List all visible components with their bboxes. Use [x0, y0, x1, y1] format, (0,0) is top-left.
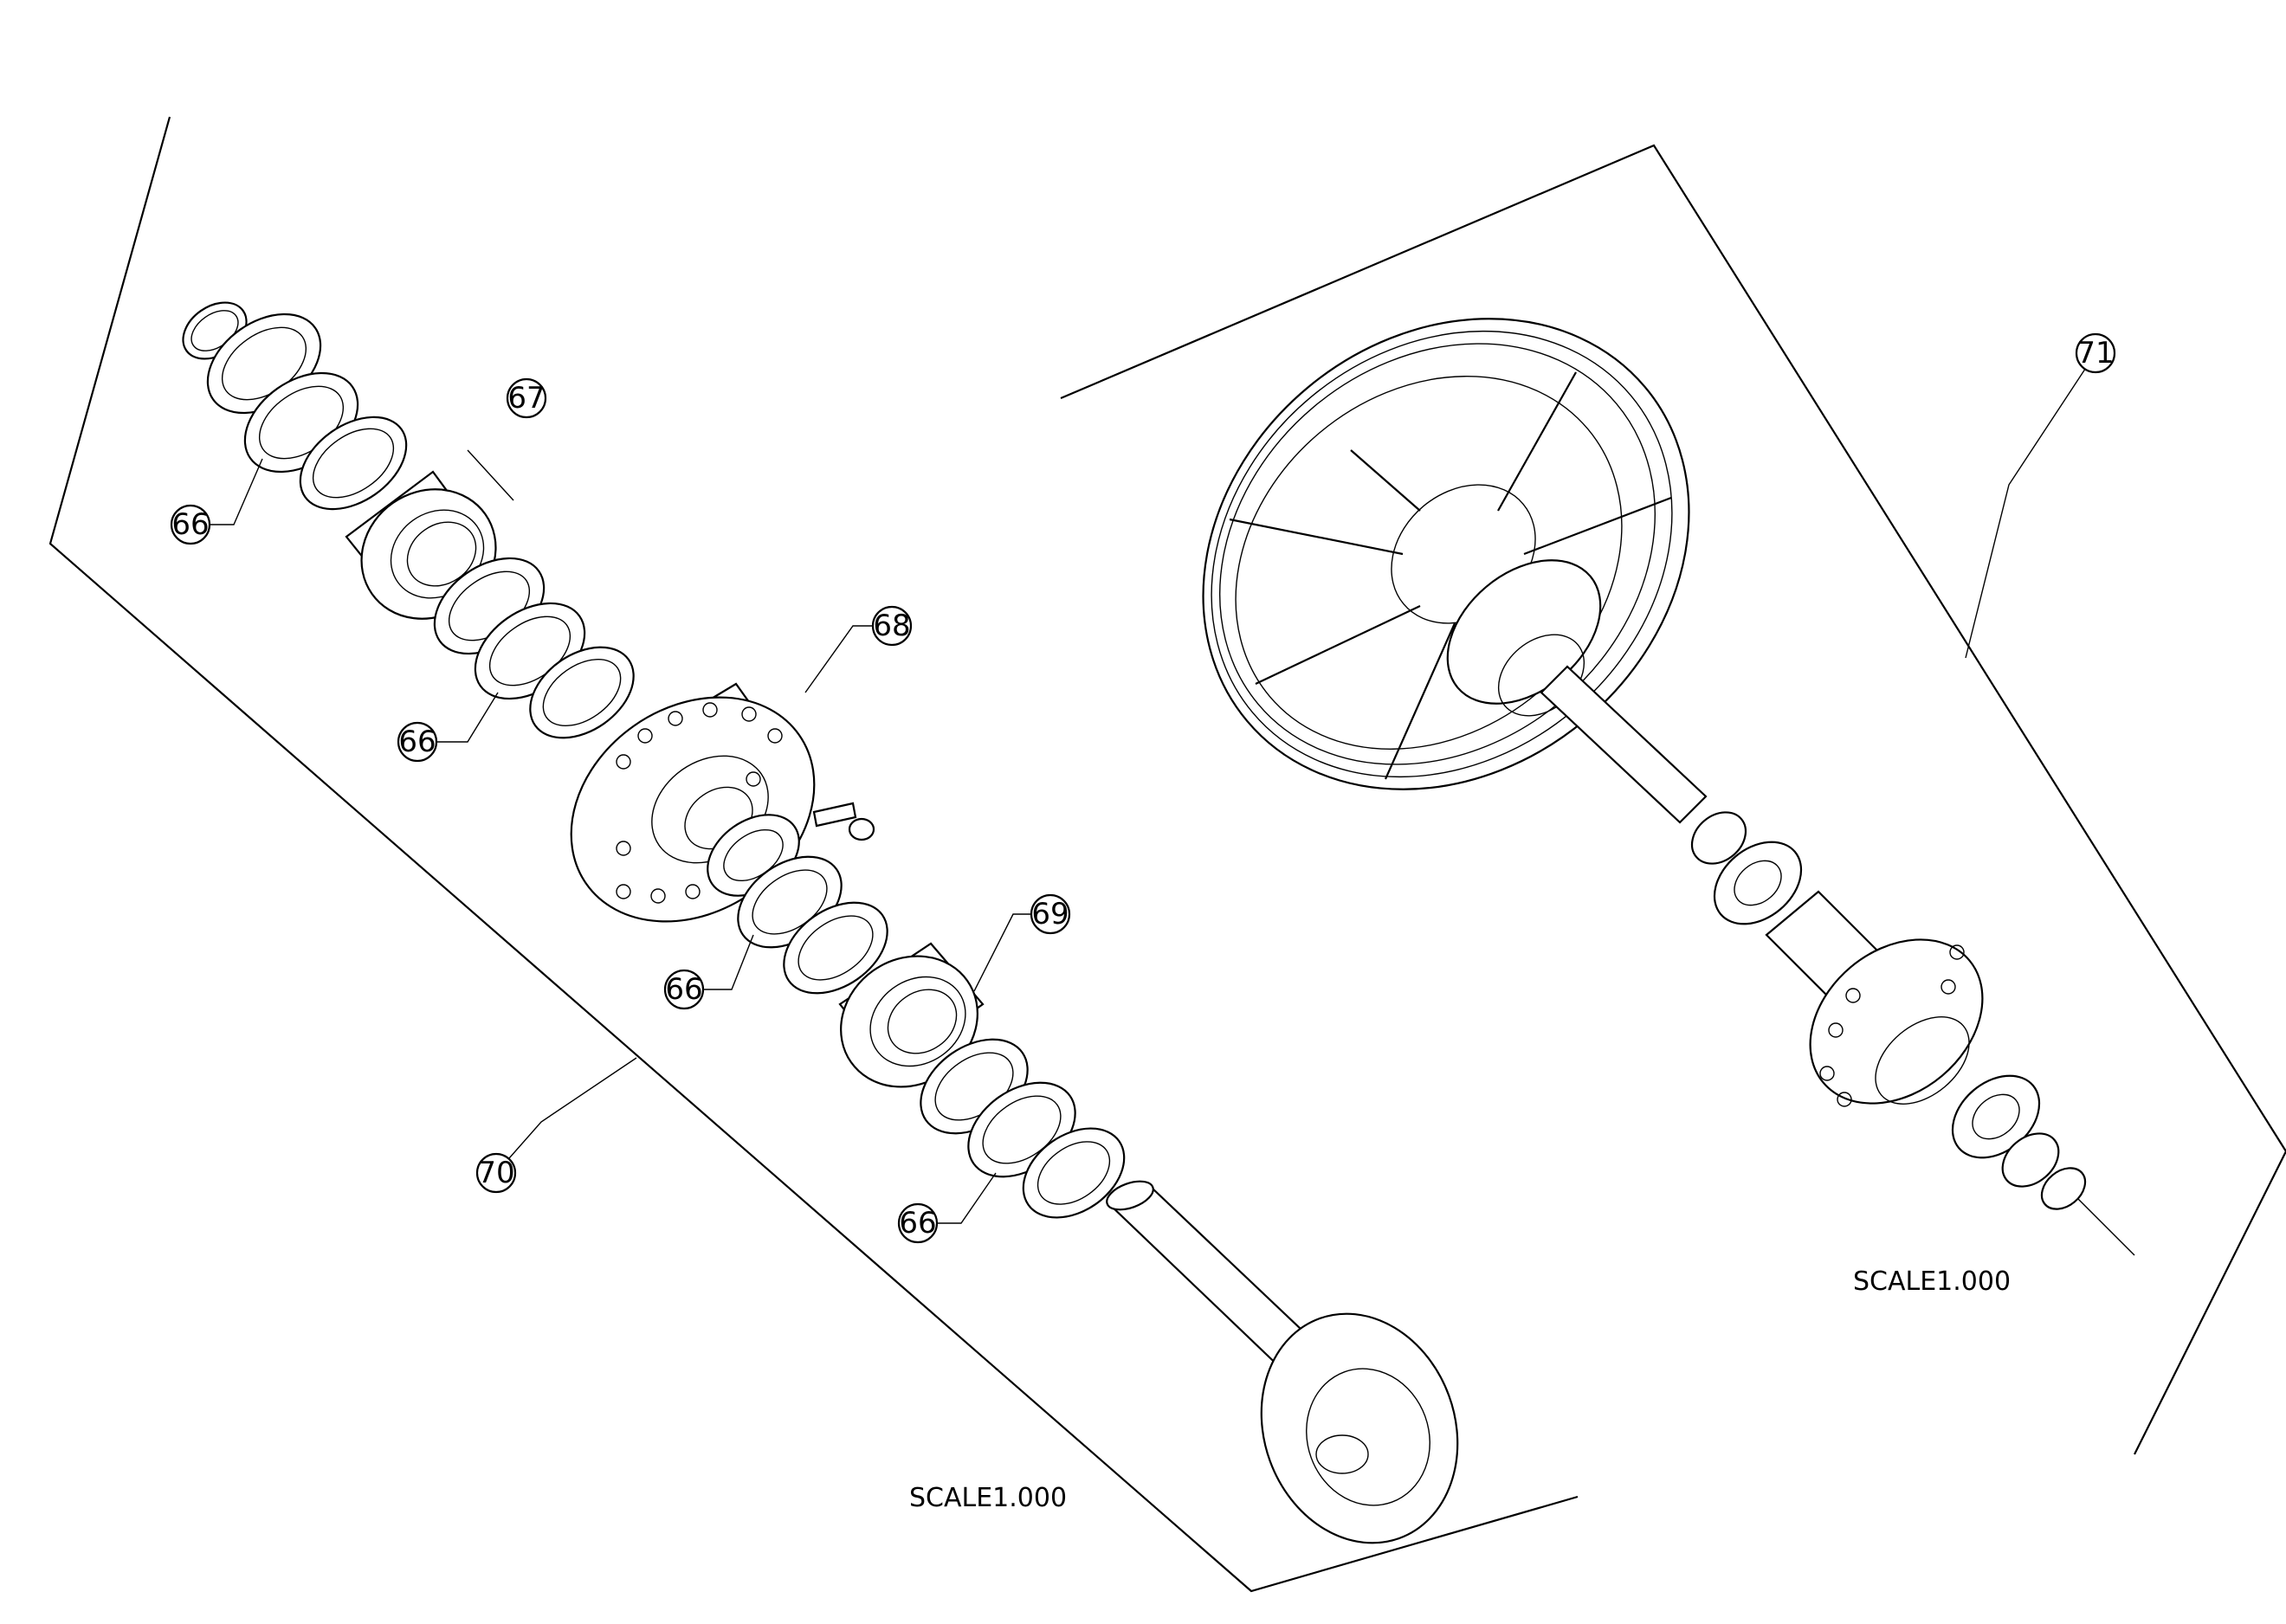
drive-sprocket	[1260, 1312, 1459, 1544]
svg-text:71: 71	[2076, 336, 2114, 371]
svg-text:66: 66	[171, 507, 209, 542]
washer-3	[299, 416, 408, 511]
sprocket-69	[838, 942, 985, 1088]
balloon-66-a: 66	[170, 504, 211, 545]
ring-a	[1690, 811, 1747, 865]
bearing-b	[1951, 1074, 2041, 1159]
bolt	[812, 802, 875, 841]
left-view-boundary	[48, 116, 1579, 1593]
washer-9	[783, 901, 888, 995]
balloon-66-d: 66	[897, 1202, 939, 1244]
leader-lines	[210, 352, 2096, 1224]
washer-6	[529, 646, 635, 739]
snap-ring-right	[2040, 1167, 2087, 1210]
pulley-bushing	[1446, 559, 1602, 717]
scale-label-right: SCALE1.000	[1853, 1266, 2011, 1297]
svg-text:66: 66	[899, 1206, 936, 1241]
svg-text:68: 68	[873, 609, 910, 643]
svg-text:67: 67	[507, 381, 545, 416]
svg-text:66: 66	[665, 972, 702, 1007]
balloon-70: 70	[475, 1152, 517, 1194]
ring-b	[2001, 1132, 2060, 1188]
right-view-boundary	[1060, 144, 2286, 1455]
scale-label-left: SCALE1.000	[909, 1483, 1067, 1513]
axis-line	[2077, 1198, 2135, 1256]
bearing-a	[1713, 841, 1803, 925]
balloon-71: 71	[2075, 332, 2116, 374]
svg-text:70: 70	[477, 1156, 514, 1190]
balloon-69: 69	[1030, 893, 1071, 935]
svg-text:69: 69	[1031, 897, 1069, 931]
balloon-66-b: 66	[397, 721, 438, 763]
balloon-66-c: 66	[663, 969, 705, 1010]
hub-right	[1765, 890, 1984, 1107]
right-pulley-assembly	[1202, 318, 2135, 1256]
left-exploded-stack	[182, 301, 1459, 1544]
balloon-67: 67	[506, 377, 547, 419]
svg-text:66: 66	[398, 725, 436, 759]
washer-12	[1022, 1127, 1126, 1219]
shaft-right	[1540, 665, 1708, 824]
balloon-68: 68	[871, 605, 913, 647]
